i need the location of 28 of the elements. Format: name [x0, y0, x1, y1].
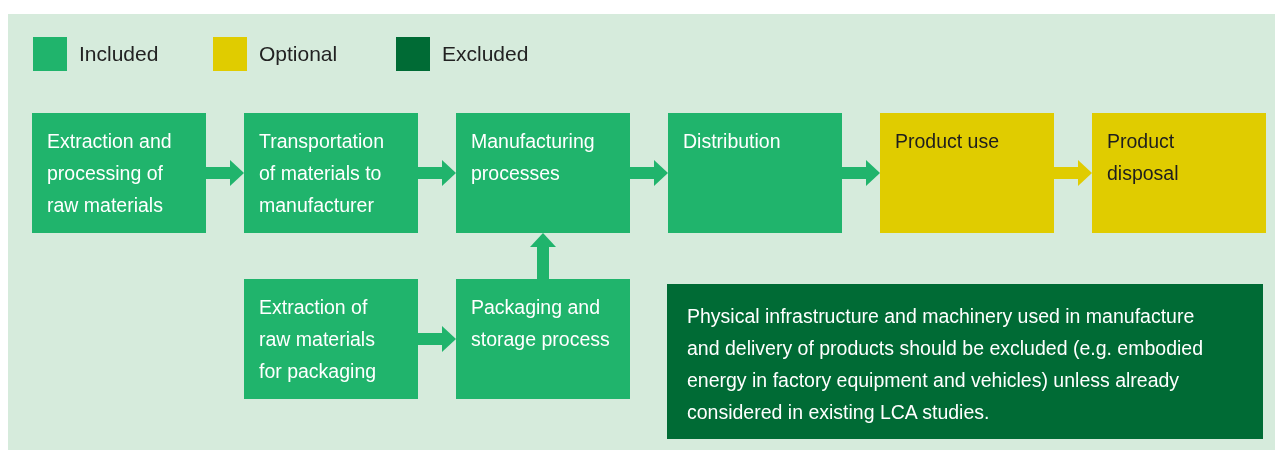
process-box	[244, 279, 418, 399]
process-box	[32, 113, 206, 233]
process-box	[456, 279, 630, 399]
arrow	[206, 160, 244, 186]
process-label: Extraction and processing of raw materials	[47, 129, 173, 218]
arrow	[1054, 160, 1092, 186]
arrow	[418, 326, 456, 352]
note-text: Physical infrastructure and machinery used in manufacture and delivery of products should be excluded (e.g. embodied energy in factory equipment and vehicles) unless already considered in existing LCA studies.	[687, 304, 1204, 425]
process-box	[668, 113, 842, 233]
legend-label: Excluded	[442, 42, 529, 66]
process-label: Transportation of materials to manufacturer	[259, 129, 385, 218]
arrow	[842, 160, 880, 186]
arrow	[530, 233, 556, 279]
arrow	[630, 160, 668, 186]
process-label: Distribution	[683, 129, 782, 154]
process-label: Manufacturing processes	[471, 129, 596, 186]
process-label: Product use	[895, 129, 1001, 154]
process-label: Extraction of raw materials for packaging	[259, 295, 378, 384]
legend-label: Optional	[259, 42, 338, 66]
legend-label: Included	[79, 42, 159, 66]
process-label: Product disposal	[1107, 129, 1180, 186]
optional-process-box	[880, 113, 1054, 233]
note-box	[667, 284, 1263, 439]
arrow	[418, 160, 456, 186]
process-box	[456, 113, 630, 233]
process-label: Packaging and storage process	[471, 295, 611, 352]
optional-process-box	[1092, 113, 1266, 233]
process-box	[244, 113, 418, 233]
